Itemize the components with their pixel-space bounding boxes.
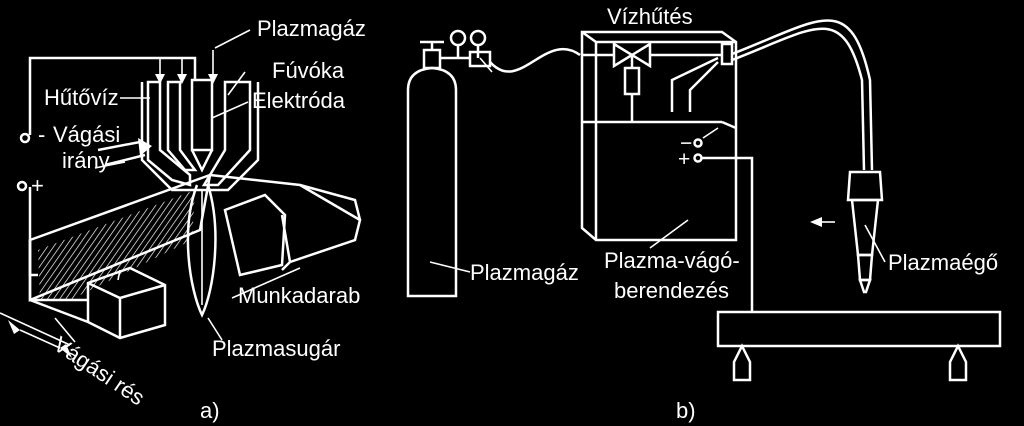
- label-vagasi: Vágási: [53, 122, 120, 147]
- label-vizhutes: Vízhűtés: [607, 4, 693, 29]
- label-irany: irány: [62, 148, 110, 173]
- plus-terminal: [16, 180, 28, 192]
- plasma-jet: [186, 184, 217, 318]
- label-plazmasugar: Plazmasugár: [212, 336, 340, 361]
- torch-hose: [731, 19, 874, 171]
- gauge-icon: [449, 29, 467, 47]
- label-fuvoka: Fúvóka: [272, 58, 345, 83]
- torch-nozzle: [140, 78, 260, 192]
- plasma-torch: [846, 170, 886, 294]
- label-elektroda: Elektróda: [252, 88, 346, 113]
- label-plazmagaz-b: Plazmagáz: [470, 260, 579, 285]
- torch-hose-inner: [731, 27, 866, 171]
- diagram-b: Vízhűtés Plazmagáz Plazma-vágó- berendez…: [406, 4, 1002, 423]
- leader-lines-a: [94, 71, 301, 341]
- minus-terminal: [693, 138, 703, 148]
- label-plazmagaz-a: Plazmagáz: [257, 16, 366, 41]
- label-plus-b: +: [678, 148, 690, 171]
- label-munkadarab: Munkadarab: [238, 283, 360, 308]
- minus-terminal: [19, 132, 31, 144]
- cutting-unit: [580, 30, 754, 312]
- label-minus-b: −: [680, 132, 692, 155]
- label-hutoviz: Hűtővíz: [44, 85, 119, 110]
- caption-b: b): [676, 398, 696, 423]
- label-plus-a: +: [31, 173, 44, 198]
- label-minus-a: -: [38, 122, 45, 147]
- plus-terminal: [693, 153, 703, 163]
- workpiece: [28, 173, 362, 340]
- direction-arrow-b: [810, 217, 835, 227]
- caption-a: a): [200, 398, 220, 423]
- cut-direction-arrow: [97, 138, 152, 167]
- electrode: [190, 78, 214, 152]
- diagram-a: Plazmagáz Fúvóka Elektróda Hűtővíz - Vág…: [0, 16, 366, 423]
- gas-cylinder: [406, 29, 493, 298]
- work-table: [716, 310, 1002, 382]
- gauge-icon: [469, 29, 487, 47]
- kerf-dimension: [0, 312, 76, 358]
- label-plazma-vago: Plazma-vágó-: [604, 248, 740, 273]
- label-berendezes: berendezés: [614, 278, 729, 303]
- label-plazmaego: Plazmaégő: [888, 250, 998, 275]
- gas-hose: [489, 47, 581, 73]
- label-vagasi-res: Vágási rés: [49, 331, 149, 410]
- leader-lines-b: [429, 219, 689, 273]
